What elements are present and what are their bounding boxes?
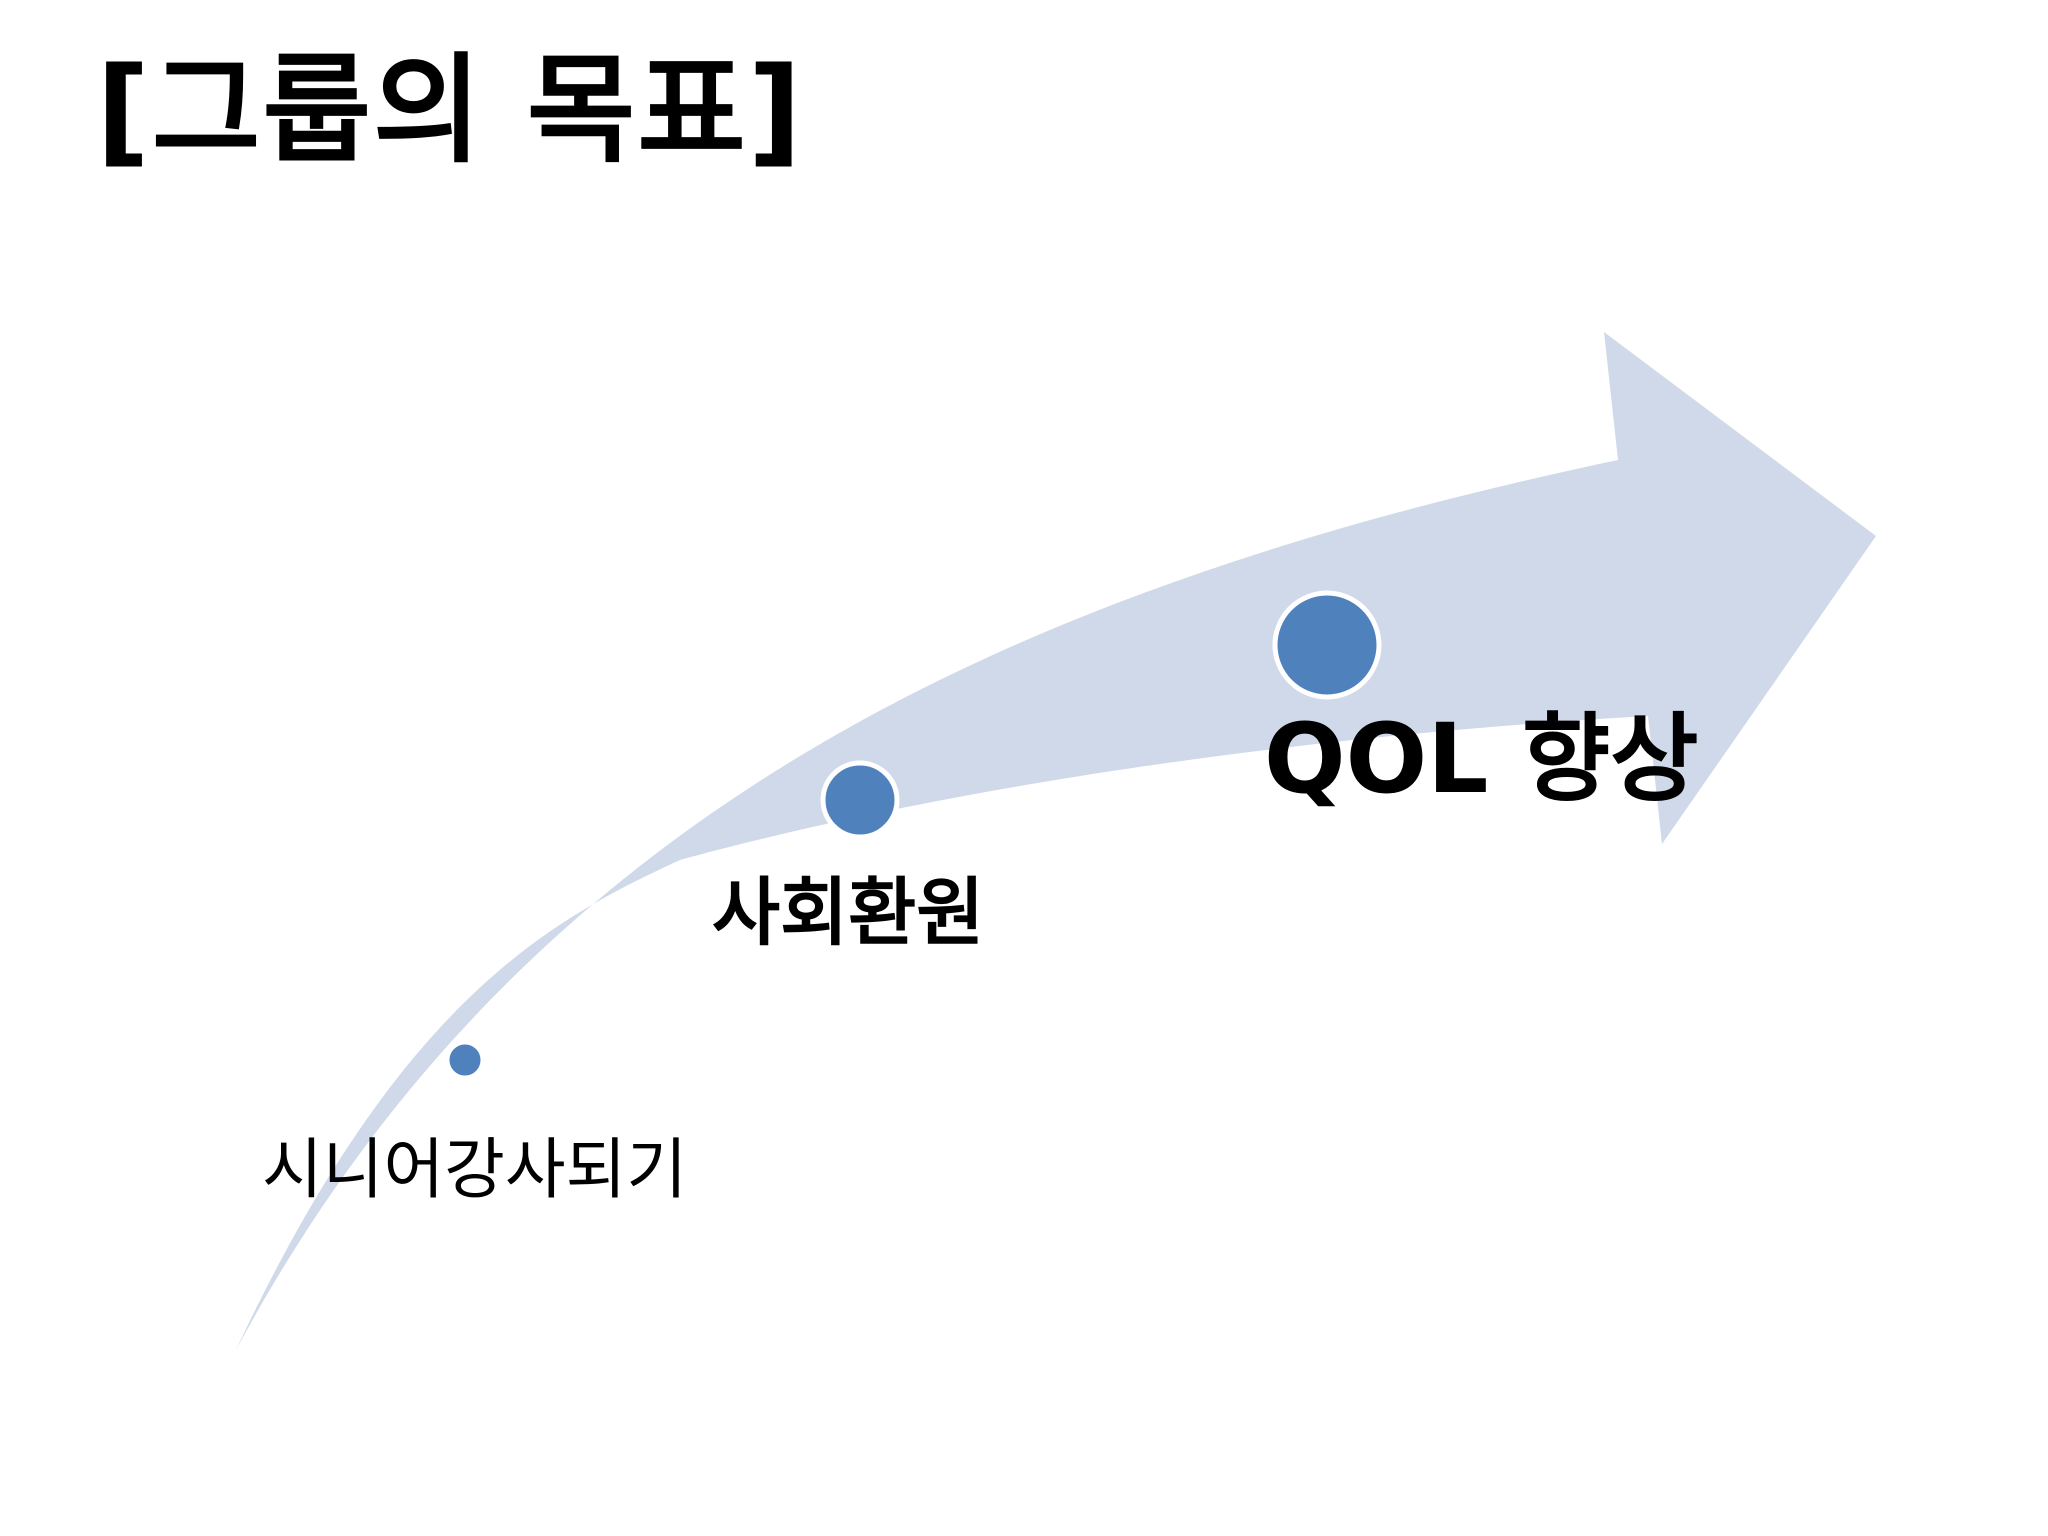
step-label-1: 시니어강사되기 (262, 1131, 687, 1208)
growth-arrow-shape (236, 332, 1876, 1350)
step-dot-1 (444, 1039, 486, 1081)
step-dot-2 (820, 760, 900, 840)
step-label-3: QOL 향상 (1264, 703, 1698, 815)
step-label-2: 사회환원 (712, 870, 984, 956)
slide-title: [그룹의 목표] (96, 41, 804, 179)
step-dot-3 (1272, 590, 1382, 700)
